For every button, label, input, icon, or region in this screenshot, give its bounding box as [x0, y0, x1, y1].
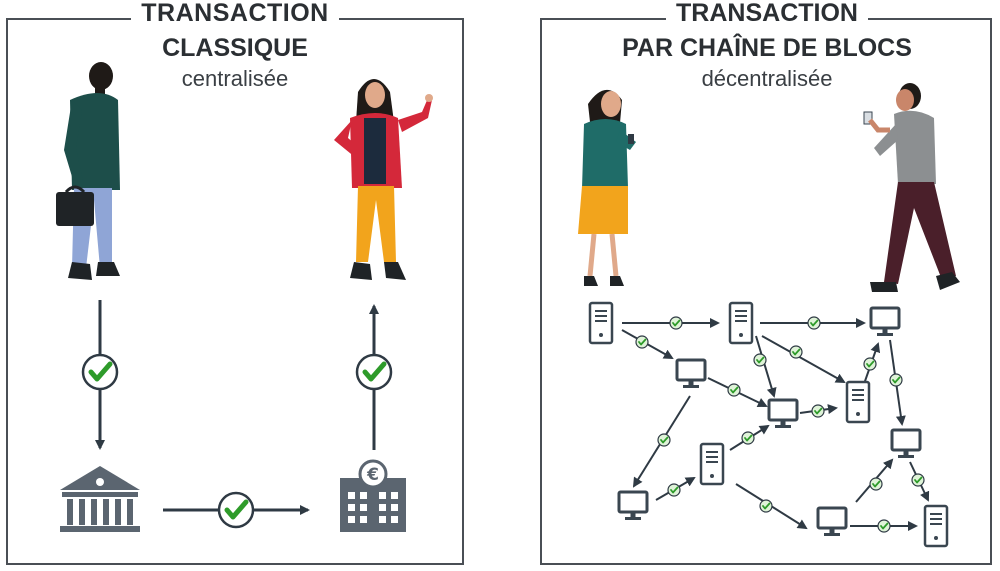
check-icon [869, 477, 883, 491]
check-icon [877, 519, 891, 533]
check-icon [667, 483, 681, 497]
computer-icon [890, 428, 922, 460]
server-icon [845, 380, 871, 424]
check-icon [219, 493, 253, 527]
check-icon [863, 357, 877, 371]
server-icon [588, 301, 614, 345]
computer-icon [816, 506, 848, 538]
check-icon [753, 353, 767, 367]
check-icon [789, 345, 803, 359]
right-title-line1: TRANSACTION [640, 0, 894, 28]
computer-icon [767, 398, 799, 430]
check-icon [759, 499, 773, 513]
left-title-line2: CLASSIQUE [162, 34, 308, 62]
computer-icon [675, 358, 707, 390]
computer-icon [869, 306, 901, 338]
businessman-person-icon [56, 62, 120, 280]
server-icon [923, 504, 949, 548]
computer-icon [617, 490, 649, 522]
edge-checks [635, 316, 925, 533]
server-icon [728, 301, 754, 345]
man-phone-person-icon [863, 83, 960, 292]
svg-text:€: € [366, 465, 379, 485]
check-icon [741, 431, 755, 445]
bank-icon [60, 466, 140, 532]
check-icon [807, 316, 821, 330]
check-icon [889, 373, 903, 387]
check-icon [727, 383, 741, 397]
check-icon [357, 355, 391, 389]
check-icon [811, 404, 825, 418]
right-title-line2: PAR CHAÎNE DE BLOCS [622, 34, 912, 62]
check-icon [657, 433, 671, 447]
right-subtitle: décentralisée [701, 66, 833, 91]
check-icon [669, 316, 683, 330]
check-icon [635, 335, 649, 349]
server-icon [699, 442, 725, 486]
left-title-line1: TRANSACTION [110, 0, 360, 28]
euro-bank-icon: € [340, 459, 406, 532]
check-icon [83, 355, 117, 389]
woman-phone-person-icon [578, 89, 636, 286]
left-subtitle: centralisée [181, 66, 289, 91]
check-icon [911, 473, 925, 487]
woman-person-icon [334, 79, 433, 280]
